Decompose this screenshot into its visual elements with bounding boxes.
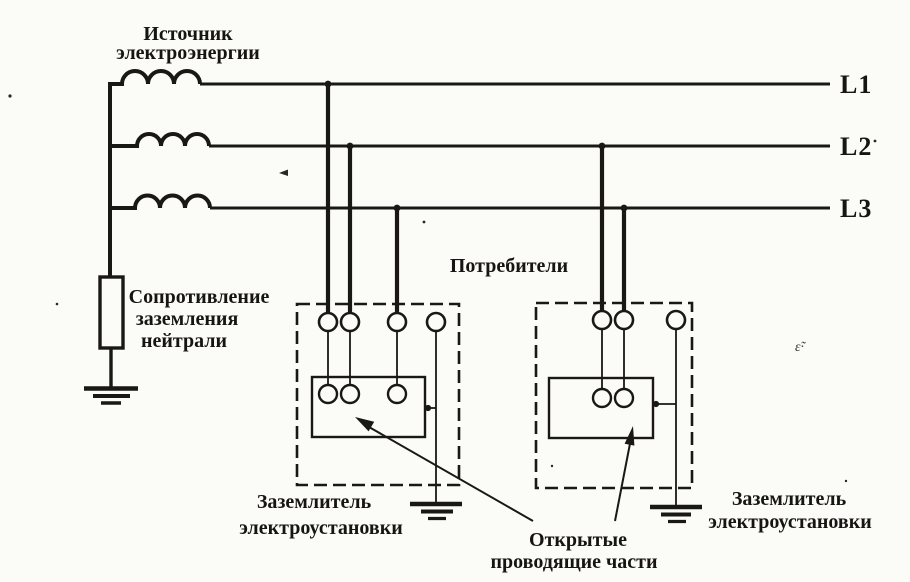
paper-speck bbox=[55, 302, 59, 306]
exposed-conductive-part-1 bbox=[310, 375, 427, 439]
junction-dot bbox=[346, 142, 354, 150]
bonding-dot-2 bbox=[652, 400, 660, 408]
feeder-drops bbox=[325, 84, 627, 314]
paper-specks bbox=[8, 94, 877, 483]
equipment-terminal-circle bbox=[613, 387, 635, 409]
paper-speck bbox=[279, 169, 288, 176]
winding-l3-icon bbox=[110, 193, 212, 210]
phase-label-l2: L2 bbox=[840, 132, 872, 161]
stray-pen-mark: ε̃· bbox=[795, 340, 807, 355]
ground-symbol-neutral bbox=[84, 386, 138, 405]
exposed-parts-callout bbox=[355, 417, 635, 522]
paper-speck bbox=[873, 139, 877, 143]
paper-speck bbox=[422, 220, 426, 224]
source-label-line2: электроэнергии bbox=[116, 42, 260, 64]
winding-l1-icon bbox=[110, 69, 202, 86]
terminal-circle bbox=[591, 309, 613, 331]
earthing-left-label-line2: электроустановки bbox=[239, 517, 403, 539]
callout-line-left bbox=[368, 426, 534, 522]
junction-dot bbox=[598, 142, 606, 150]
exposed-conductive-part-2 bbox=[547, 376, 655, 440]
paper-speck bbox=[550, 464, 554, 468]
junction-dot bbox=[620, 204, 628, 212]
earth-terminal-circle bbox=[665, 309, 687, 331]
junction-dot bbox=[393, 204, 401, 212]
phase-lines bbox=[200, 82, 830, 210]
phase-label-l3: L3 bbox=[840, 194, 872, 223]
terminal-circle bbox=[386, 311, 408, 333]
paper-speck bbox=[844, 479, 848, 483]
neutral-resistor-icon bbox=[98, 275, 125, 350]
phase-label-l1: L1 bbox=[840, 70, 872, 99]
source-label-line1: Источник bbox=[143, 23, 233, 45]
ground-symbol-installation-1 bbox=[410, 501, 462, 521]
consumer-installation-2 bbox=[534, 301, 702, 524]
consumers-label: Потребители bbox=[450, 255, 568, 277]
junction-dot bbox=[324, 80, 332, 88]
callout-line-right bbox=[614, 440, 632, 522]
installation-boundary-2 bbox=[534, 301, 694, 490]
terminal-circle bbox=[317, 311, 339, 333]
terminal-circle bbox=[613, 309, 635, 331]
power-source bbox=[84, 69, 212, 405]
ground-symbol-installation-2 bbox=[650, 504, 702, 524]
earthing-right-label-line1: Заземлитель bbox=[732, 488, 847, 510]
equipment-terminal-circle bbox=[339, 383, 361, 405]
arrowhead-right-icon bbox=[624, 426, 635, 446]
junction-dots bbox=[324, 80, 628, 212]
terminal-circle bbox=[339, 311, 361, 333]
neutral-resistance-label-line1: Сопротивление bbox=[129, 286, 270, 308]
exposed-parts-label-line1: Открытые bbox=[529, 529, 627, 551]
paper-speck bbox=[8, 94, 12, 98]
consumer-installation-1 bbox=[295, 302, 462, 521]
exposed-parts-label-line2: проводящие части bbox=[491, 551, 658, 573]
winding-l2-icon bbox=[110, 132, 211, 148]
equipment-terminal-circle bbox=[386, 383, 408, 405]
installation-boundary-1 bbox=[295, 302, 461, 487]
equipment-terminal-circle bbox=[591, 387, 613, 409]
neutral-resistance-label-line3: нейтрали bbox=[141, 330, 227, 352]
neutral-resistance-label-line2: заземления bbox=[136, 308, 239, 330]
arrowhead-left-icon bbox=[355, 417, 375, 432]
earthing-left-label-line1: Заземлитель bbox=[257, 491, 372, 513]
bonding-dot-1 bbox=[424, 404, 432, 412]
earth-terminal-circle bbox=[425, 311, 447, 333]
equipment-terminal-circle bbox=[317, 383, 339, 405]
earthing-right-label-line2: электроустановки bbox=[708, 511, 872, 533]
